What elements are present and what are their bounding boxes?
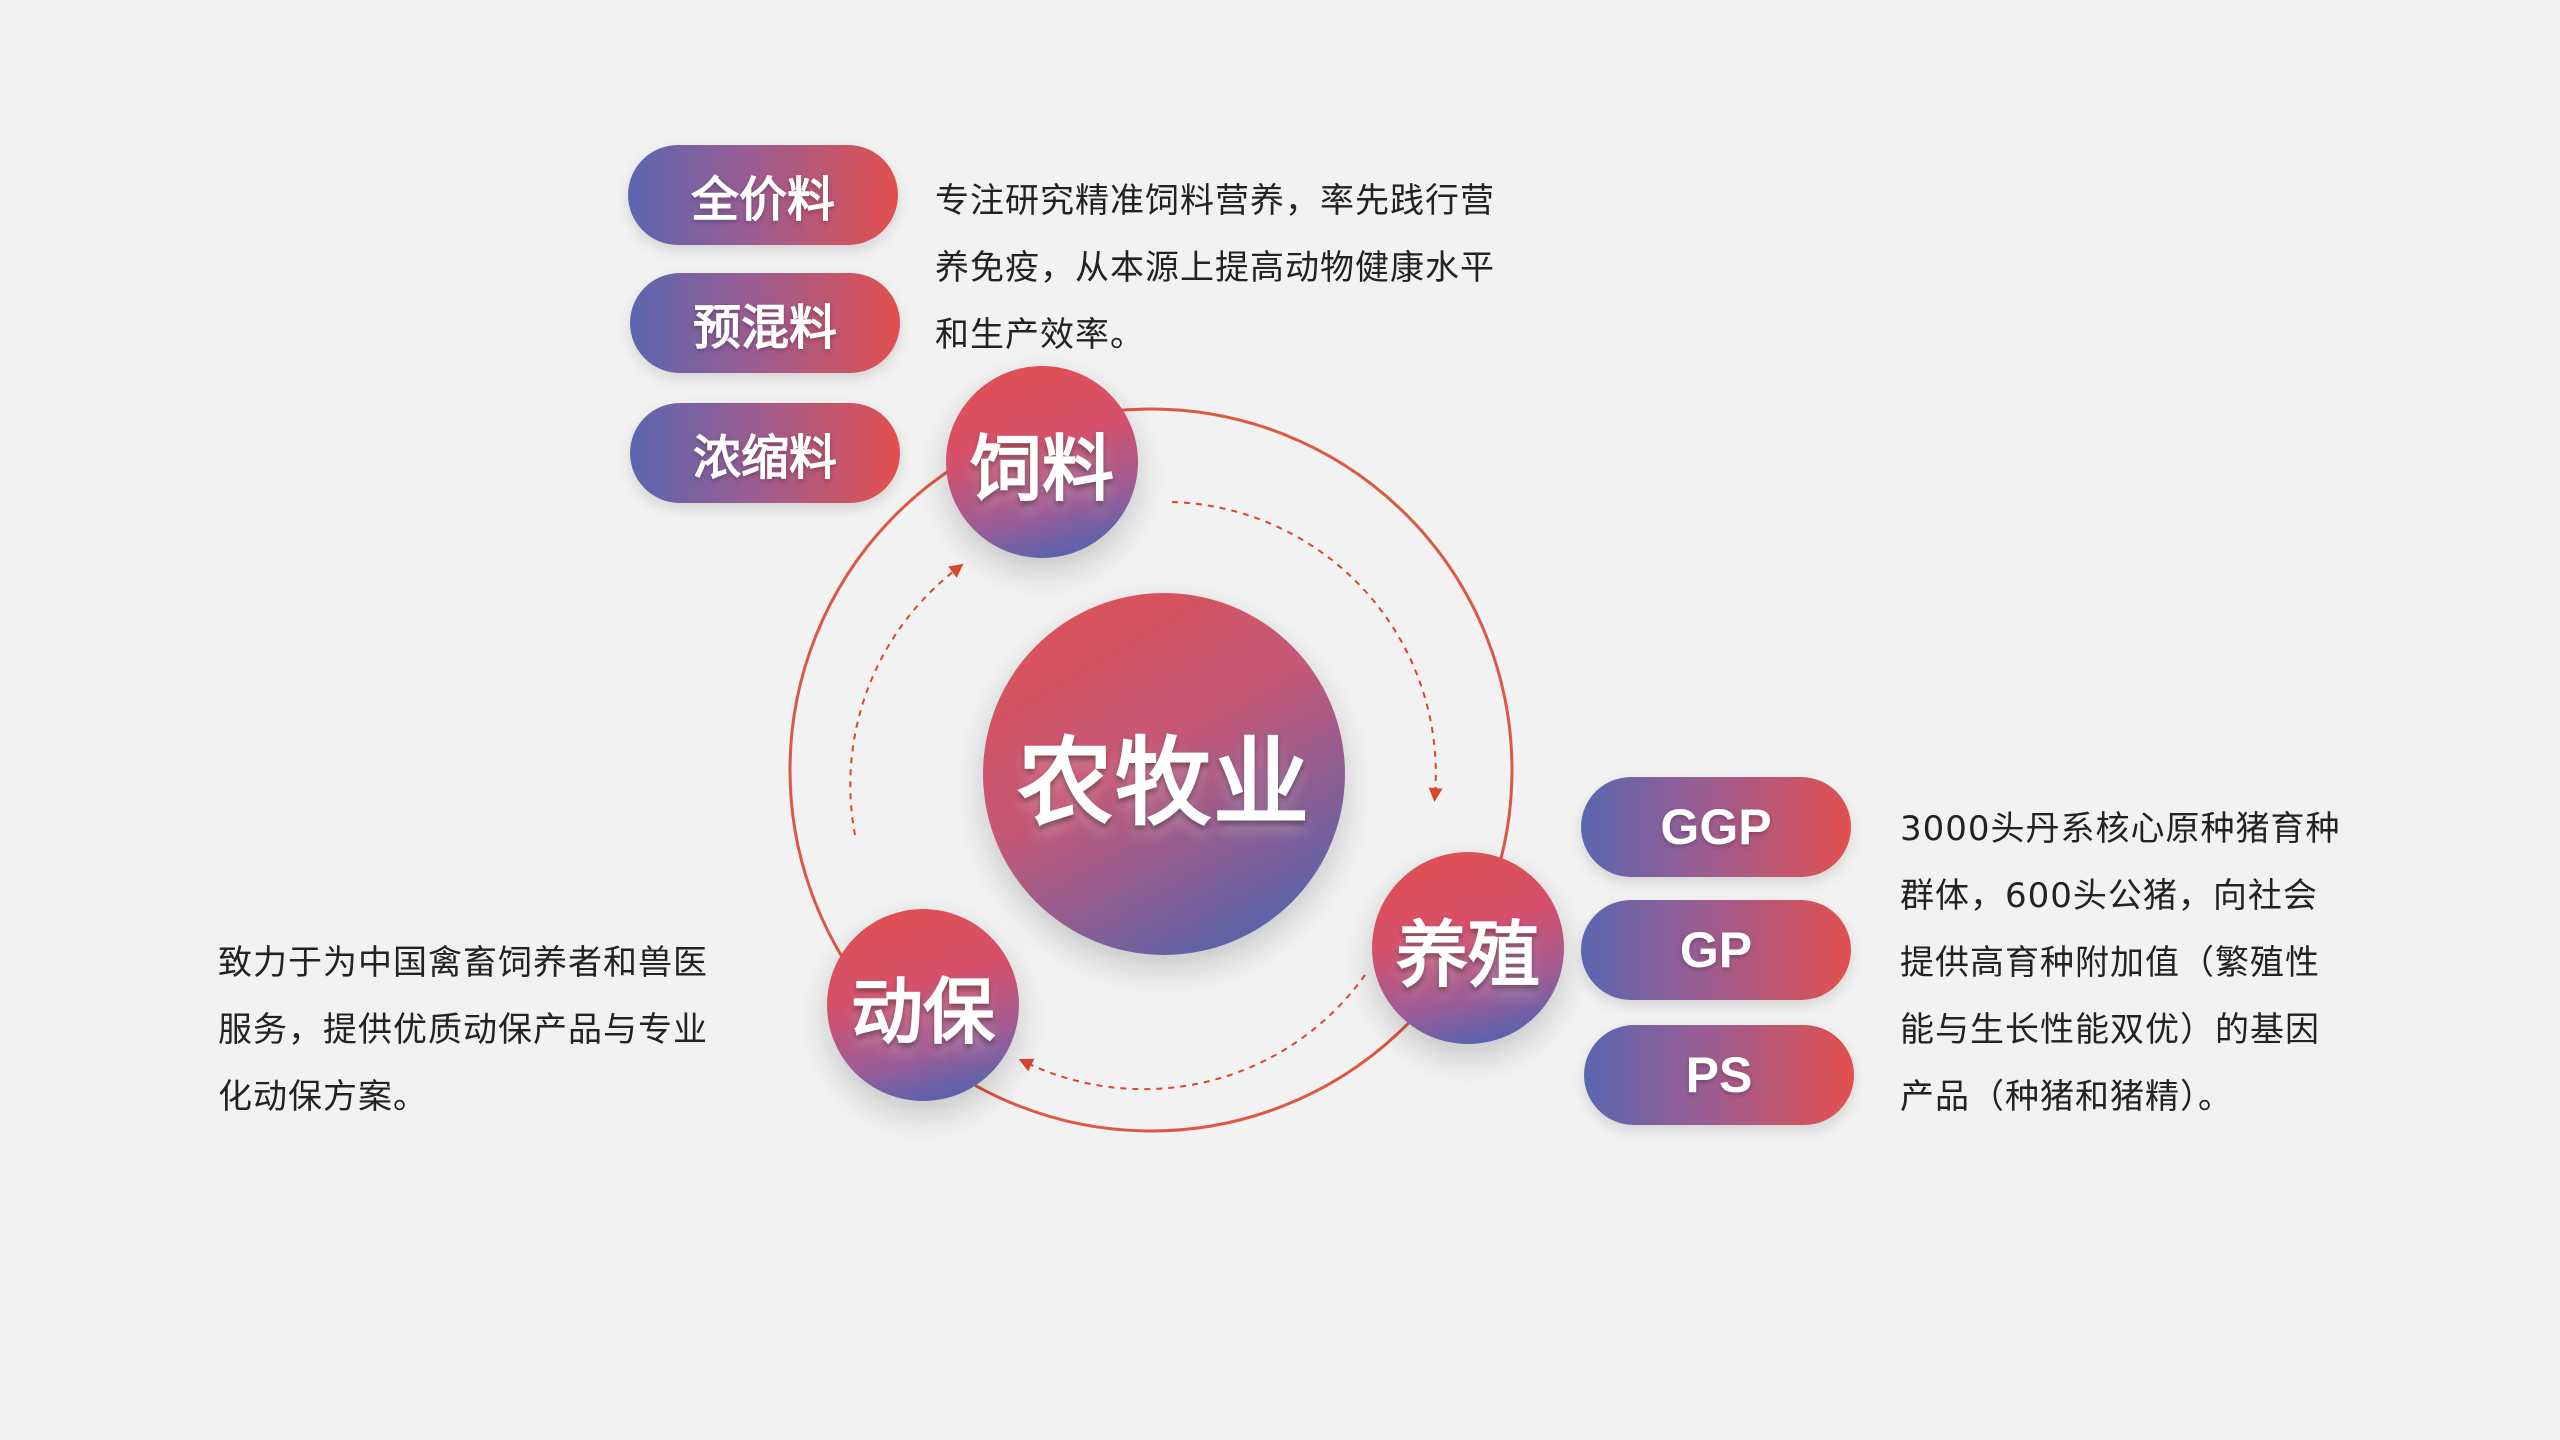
- node-breeding-label: 养殖: [1395, 912, 1540, 997]
- node-animal-health-label: 动保: [850, 969, 995, 1054]
- breeding-product-label: GP: [1679, 922, 1753, 978]
- breeding-product-pill: GP: [1581, 900, 1851, 1000]
- feed-description: 专注研究精准饲料营养，率先践行营 养免疫，从本源上提高动物健康水平 和生产效率。: [935, 181, 1495, 355]
- outer-ring: [788, 407, 1514, 1133]
- feed-product-label: 浓缩料: [692, 430, 837, 486]
- feed-product-pill: 全价料: [628, 145, 898, 245]
- node-breeding: 养殖: [1372, 852, 1564, 1044]
- arrow-breeding-to-health: [1018, 974, 1366, 1091]
- feed-product-label: 预混料: [692, 300, 837, 356]
- arrow-feed-to-breeding: [1171, 501, 1443, 802]
- feed-product-pill: 浓缩料: [630, 403, 900, 503]
- feed-product-pill: 预混料: [630, 273, 900, 373]
- node-animal-health: 动保: [827, 909, 1019, 1101]
- arrow-health-to-feed: [849, 563, 964, 836]
- breeding-product-label: GGP: [1660, 799, 1772, 855]
- breeding-product-pill: PS: [1584, 1025, 1854, 1125]
- breeding-product-pill: GGP: [1581, 777, 1851, 877]
- node-feed-label: 饲料: [969, 426, 1114, 511]
- center-circle-agriculture: 农牧业: [983, 593, 1345, 955]
- feed-product-label: 全价料: [690, 172, 835, 228]
- breeding-description: 3000头丹系核心原种猪育种 群体，600头公猪，向社会 提供高育种附加值（繁殖…: [1900, 809, 2341, 1117]
- node-feed: 饲料: [946, 366, 1138, 558]
- breeding-product-label: PS: [1685, 1047, 1753, 1103]
- center-label: 农牧业: [1017, 726, 1311, 839]
- animal-health-description: 致力于为中国禽畜饲养者和兽医 服务，提供优质动保产品与专业 化动保方案。: [218, 943, 708, 1117]
